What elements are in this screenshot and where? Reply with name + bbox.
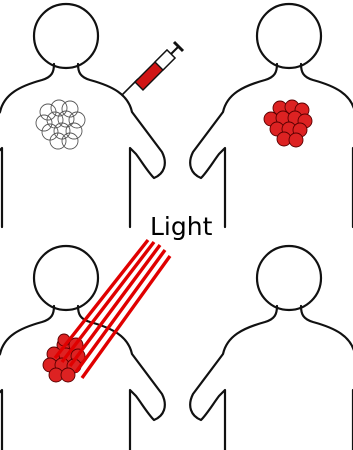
body-outline (190, 306, 353, 450)
panel-top-left (0, 4, 183, 227)
panel-top-right (190, 4, 353, 227)
body-outline (190, 64, 353, 227)
empty-cell-cluster (36, 100, 85, 149)
light-label: Light (150, 212, 213, 241)
head-outline (257, 246, 321, 310)
panel-bottom-right (190, 246, 353, 450)
head-outline (34, 4, 98, 68)
body-outline (0, 64, 165, 227)
head-outline (34, 246, 98, 310)
syringe-icon (122, 42, 183, 95)
red-cell-cluster (264, 100, 312, 147)
head-outline (257, 4, 321, 68)
